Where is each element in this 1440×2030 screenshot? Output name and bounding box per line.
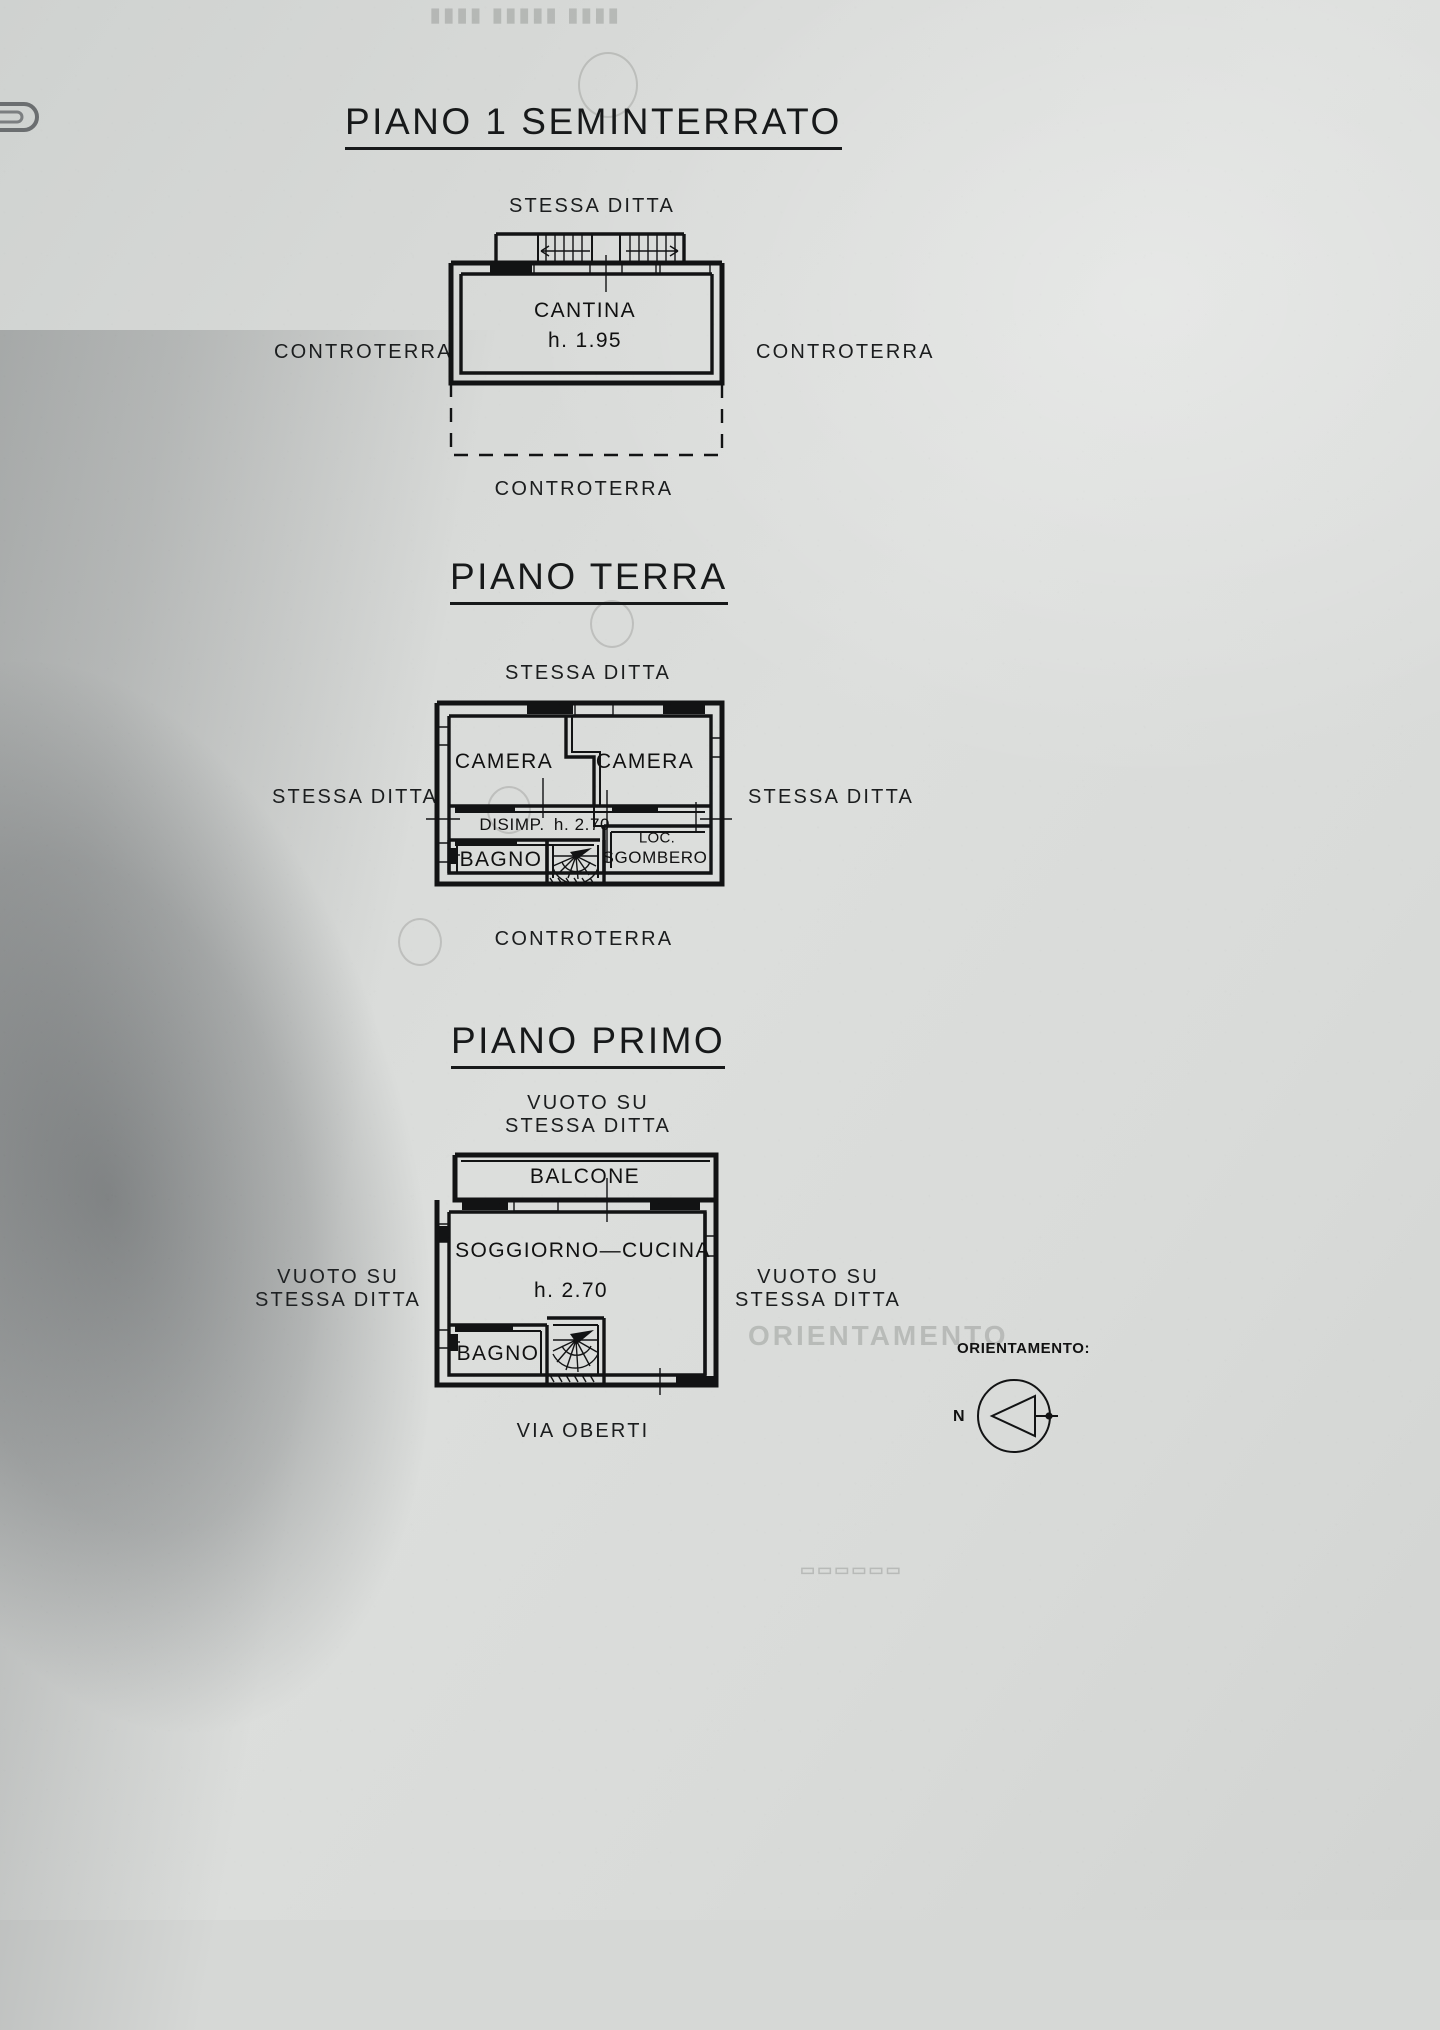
drawing-terra [426, 700, 732, 887]
drawing-primo [434, 1152, 1058, 1453]
room-label-camera-1: CAMERA [454, 750, 554, 773]
note-seminterrato-left: CONTROTERRA [274, 341, 453, 363]
spiral-stair-terra [552, 848, 599, 885]
note-primo-left-2: STESSA DITTA [254, 1289, 422, 1311]
orientation-compass [977, 1379, 1058, 1453]
note-seminterrato-right: CONTROTERRA [756, 341, 935, 363]
title-primo: PIANO PRIMO [451, 1020, 726, 1069]
note-primo-left-1: VUOTO SU [277, 1266, 399, 1288]
room-label-loc: LOC. [638, 829, 676, 847]
room-label-bagno-terra: BAGNO [459, 848, 543, 871]
room-label-sgombero: SGOMBERO [602, 848, 708, 867]
room-label-soggiorno-cucina: SOGGIORNO—CUCINA [455, 1239, 711, 1262]
room-label-balcone: BALCONE [529, 1165, 641, 1188]
drawing-seminterrato [448, 232, 725, 457]
spiral-stair-primo [552, 1330, 599, 1373]
room-height-soggiorno: h. 2.70 [533, 1279, 609, 1302]
note-primo-top-2: STESSA DITTA [504, 1115, 672, 1137]
room-label-cantina: CANTINA [534, 299, 636, 322]
room-label-disimp: DISIMP. [479, 815, 545, 834]
room-height-disimp: h. 2.70 [553, 815, 611, 834]
plan-sheet: PIANO 1 SEMINTERRATO STESSA DITTA CONTRO… [0, 101, 1091, 1453]
note-primo-right-1: VUOTO SU [757, 1266, 879, 1288]
note-terra-bottom: CONTROTERRA [494, 928, 674, 950]
orientamento-label: ORIENTAMENTO: [957, 1340, 1091, 1357]
note-primo-right-2: STESSA DITTA [734, 1289, 902, 1311]
compass-north-letter: N [953, 1408, 965, 1425]
note-seminterrato-top: STESSA DITTA [508, 195, 676, 217]
room-label-camera-2: CAMERA [595, 750, 695, 773]
title-seminterrato: PIANO 1 SEMINTERRATO [345, 101, 842, 150]
room-height-cantina: h. 1.95 [547, 329, 623, 352]
note-terra-left: STESSA DITTA [272, 786, 439, 808]
paperclip-icon [0, 102, 39, 132]
note-seminterrato-bottom: CONTROTERRA [494, 478, 674, 500]
note-primo-bottom: VIA OBERTI [516, 1420, 650, 1442]
room-label-bagno-primo: BAGNO [456, 1342, 540, 1365]
dashed-courtyard [449, 383, 724, 457]
note-terra-right: STESSA DITTA [748, 786, 915, 808]
note-terra-top: STESSA DITTA [504, 662, 672, 684]
note-primo-top-1: VUOTO SU [527, 1092, 649, 1114]
title-terra: PIANO TERRA [450, 556, 728, 605]
